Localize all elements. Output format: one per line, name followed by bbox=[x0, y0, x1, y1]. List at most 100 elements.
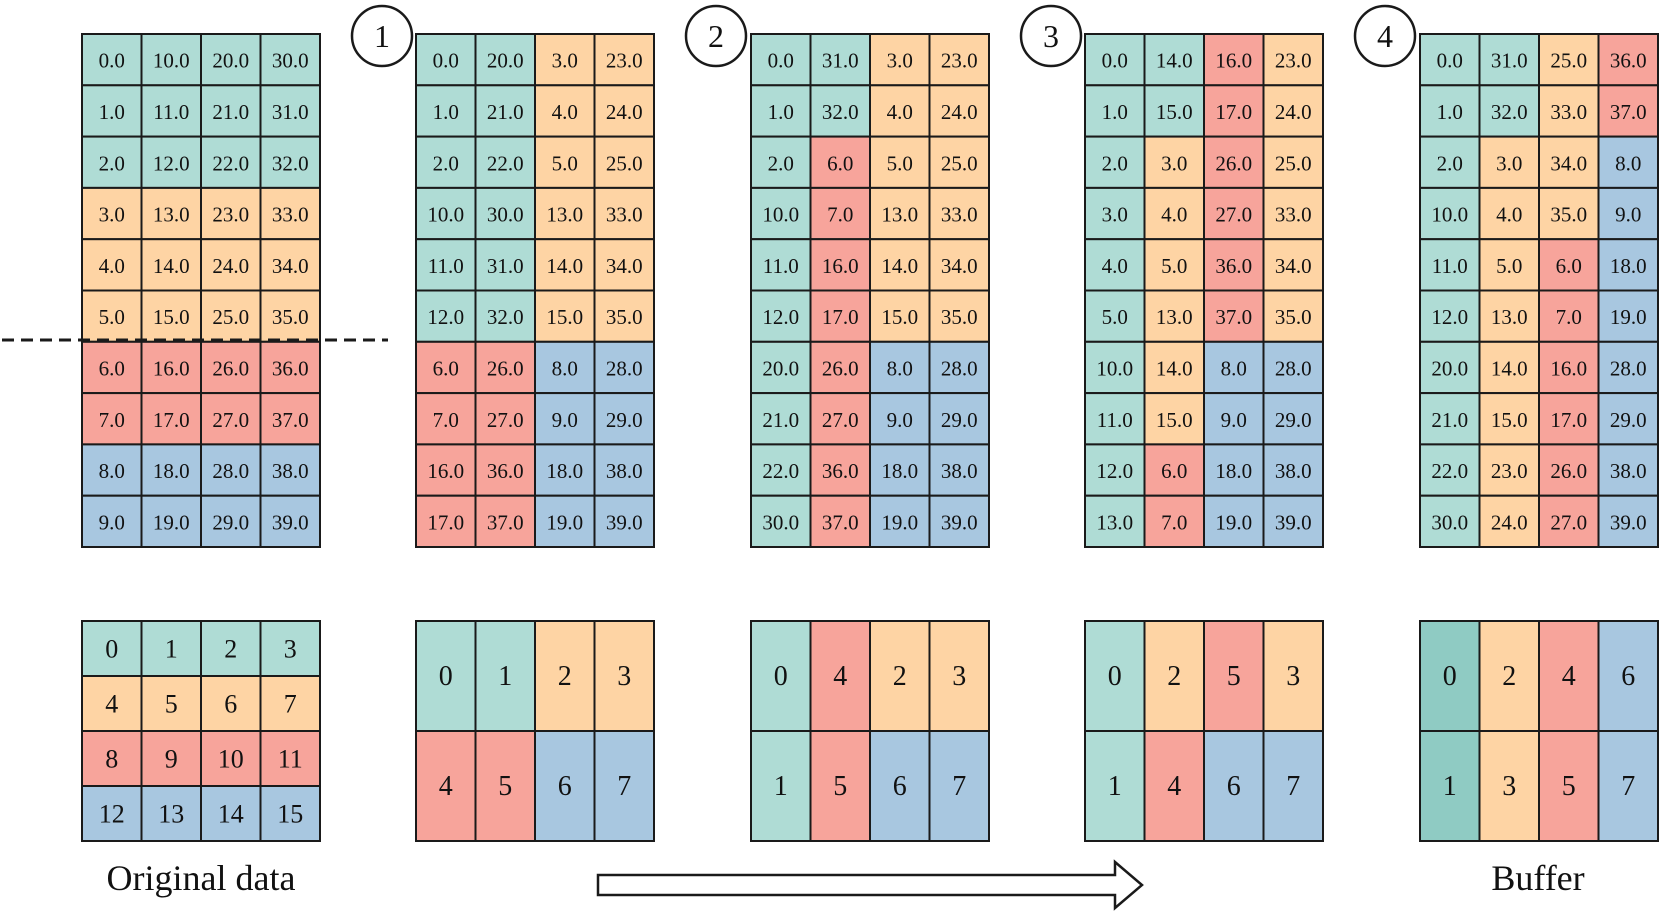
data-cell-value: 18.0 bbox=[546, 459, 583, 483]
data-cell-3-0-2 bbox=[1203, 33, 1265, 87]
block-cell-0-3-2 bbox=[200, 785, 262, 842]
data-cell-value: 16.0 bbox=[1215, 49, 1252, 73]
data-cell-value: 34.0 bbox=[272, 254, 309, 278]
block-cell-2-1-3 bbox=[928, 730, 990, 842]
data-cell-value: 25.0 bbox=[212, 305, 249, 329]
data-cell-value: 38.0 bbox=[1610, 459, 1647, 483]
data-cell-value: 3.0 bbox=[887, 49, 913, 73]
block-cell-4-0-1 bbox=[1478, 620, 1540, 732]
data-cell-2-3-0 bbox=[750, 186, 812, 241]
data-cell-value: 20.0 bbox=[487, 49, 524, 73]
step-number: 2 bbox=[708, 18, 724, 54]
data-cell-3-2-3 bbox=[1262, 135, 1324, 189]
data-cell-value: 24.0 bbox=[212, 254, 249, 278]
data-cell-value: 13.0 bbox=[1491, 305, 1528, 329]
data-cell-value: 12.0 bbox=[1431, 305, 1468, 329]
data-cell-2-1-2 bbox=[869, 84, 931, 138]
data-cell-4-1-3 bbox=[1597, 84, 1659, 138]
data-cell-value: 34.0 bbox=[941, 254, 978, 278]
block-cell-3-0-3 bbox=[1262, 620, 1324, 732]
data-cell-value: 5.0 bbox=[1161, 254, 1187, 278]
block-index: 2 bbox=[558, 661, 572, 692]
data-cell-1-6-2 bbox=[534, 340, 596, 395]
data-cell-value: 32.0 bbox=[1491, 100, 1528, 124]
data-cell-value: 35.0 bbox=[941, 305, 978, 329]
block-index: 7 bbox=[617, 771, 631, 802]
data-cell-4-7-0 bbox=[1419, 392, 1481, 446]
data-cell-value: 39.0 bbox=[606, 510, 643, 534]
block-index: 2 bbox=[224, 635, 237, 664]
data-cell-4-4-2 bbox=[1538, 238, 1600, 292]
data-cell-value: 24.0 bbox=[1275, 100, 1312, 124]
block-cell-1-1-1 bbox=[474, 730, 536, 842]
data-cell-value: 15.0 bbox=[1491, 408, 1528, 432]
data-cell-value: 38.0 bbox=[272, 459, 309, 483]
block-index: 2 bbox=[1502, 661, 1516, 692]
block-cell-2-0-1 bbox=[809, 620, 871, 732]
data-cell-value: 17.0 bbox=[822, 305, 859, 329]
data-cell-0-8-3 bbox=[259, 443, 321, 497]
block-cell-3-1-1 bbox=[1143, 730, 1205, 842]
block-index: 15 bbox=[277, 800, 303, 829]
data-cell-value: 7.0 bbox=[1556, 305, 1582, 329]
data-cell-value: 8.0 bbox=[99, 459, 125, 483]
data-cell-value: 20.0 bbox=[212, 49, 249, 73]
data-cell-value: 26.0 bbox=[487, 356, 524, 380]
block-cell-2-0-0 bbox=[750, 620, 812, 732]
data-cell-4-2-1 bbox=[1478, 135, 1540, 189]
data-cell-value: 4.0 bbox=[552, 100, 578, 124]
data-cell-value: 3.0 bbox=[1161, 151, 1187, 175]
block-index: 1 bbox=[1443, 771, 1457, 802]
data-cell-value: 19.0 bbox=[1215, 510, 1252, 534]
data-cell-value: 6.0 bbox=[433, 356, 459, 380]
block-cell-4-0-3 bbox=[1597, 620, 1659, 732]
data-cell-value: 18.0 bbox=[153, 459, 190, 483]
data-cell-value: 36.0 bbox=[1610, 49, 1647, 73]
data-cell-4-5-2 bbox=[1538, 289, 1600, 343]
data-cell-value: 11.0 bbox=[1097, 408, 1133, 432]
data-cell-0-6-2 bbox=[200, 340, 262, 395]
data-cell-4-6-0 bbox=[1419, 340, 1481, 395]
data-cell-1-2-3 bbox=[593, 135, 655, 189]
data-cell-4-2-0 bbox=[1419, 135, 1481, 189]
data-cell-value: 10.0 bbox=[153, 49, 190, 73]
block-index: 4 bbox=[1167, 771, 1181, 802]
data-cell-1-7-3 bbox=[593, 392, 655, 446]
data-cell-value: 36.0 bbox=[1215, 254, 1252, 278]
data-cell-value: 37.0 bbox=[487, 510, 524, 534]
data-cell-0-4-0 bbox=[81, 238, 143, 292]
data-cell-3-2-0 bbox=[1084, 135, 1146, 189]
data-cell-1-9-0 bbox=[415, 494, 477, 549]
block-index: 6 bbox=[1227, 771, 1241, 802]
data-cell-value: 23.0 bbox=[212, 203, 249, 227]
data-cell-value: 18.0 bbox=[1215, 459, 1252, 483]
data-cell-value: 0.0 bbox=[99, 49, 125, 73]
data-cell-4-5-1 bbox=[1478, 289, 1540, 343]
step-badge-2 bbox=[684, 4, 748, 68]
data-cell-1-9-1 bbox=[474, 494, 536, 549]
block-cell-4-1-3 bbox=[1597, 730, 1659, 842]
block-index: 3 bbox=[1286, 661, 1300, 692]
data-cell-3-9-3 bbox=[1262, 494, 1324, 549]
data-cell-value: 30.0 bbox=[487, 203, 524, 227]
data-cell-2-6-3 bbox=[928, 340, 990, 395]
data-cell-value: 36.0 bbox=[822, 459, 859, 483]
data-cell-0-0-0 bbox=[81, 33, 143, 87]
data-cell-1-2-0 bbox=[415, 135, 477, 189]
data-cell-value: 22.0 bbox=[212, 151, 249, 175]
data-cell-value: 29.0 bbox=[212, 510, 249, 534]
block-index: 3 bbox=[1502, 771, 1516, 802]
block-index: 7 bbox=[952, 771, 966, 802]
step-number: 4 bbox=[1377, 18, 1393, 54]
data-cell-value: 2.0 bbox=[768, 151, 794, 175]
data-cell-4-6-3 bbox=[1597, 340, 1659, 395]
data-cell-value: 36.0 bbox=[272, 356, 309, 380]
data-cell-value: 30.0 bbox=[1431, 510, 1468, 534]
data-cell-value: 18.0 bbox=[1610, 254, 1647, 278]
data-cell-value: 26.0 bbox=[1215, 151, 1252, 175]
block-cell-1-0-3 bbox=[593, 620, 655, 732]
block-cell-0-3-1 bbox=[140, 785, 202, 842]
